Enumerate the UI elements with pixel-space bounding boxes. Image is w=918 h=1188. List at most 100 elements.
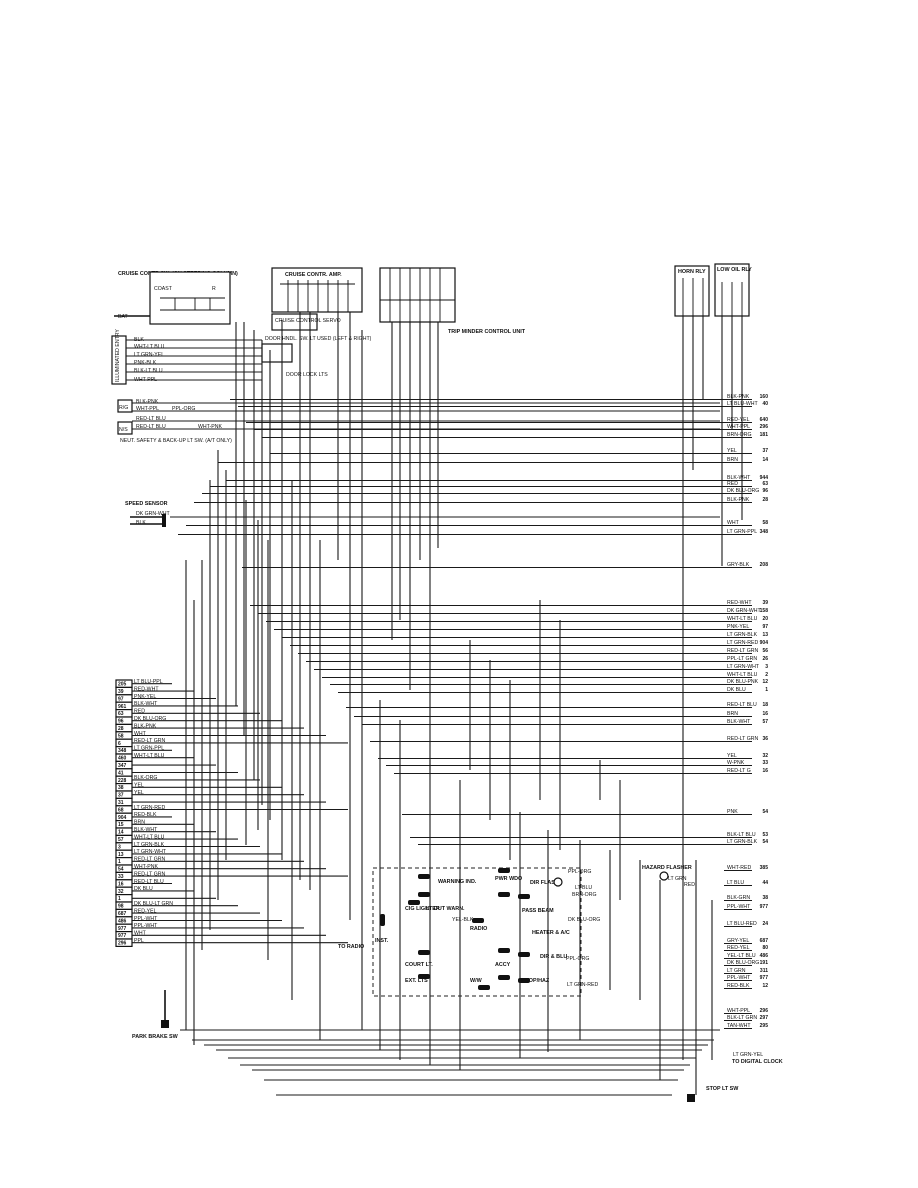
radio-label: RADIO	[470, 926, 487, 932]
pin-number: 39	[118, 689, 124, 695]
right-wire-circuit: 311	[760, 968, 768, 974]
right-wire-color: RED-LT GRN	[727, 736, 758, 742]
warning-ind-label: WARNING IND.	[438, 879, 477, 885]
right-wire-color: PPL-WHT	[727, 975, 751, 981]
right-wire-color: GRY-YEL	[727, 938, 749, 944]
pin-number: 6	[118, 741, 121, 747]
right-wire-color: GRY-BLK	[727, 562, 750, 568]
right-wire-circuit: 181	[760, 432, 769, 438]
pin-number: 1	[118, 896, 121, 902]
right-wire-color: DK BLU	[727, 687, 746, 693]
pin-wire-color: DK BLU	[134, 886, 153, 892]
pin-wire-color: RED-LT GRN	[134, 871, 165, 877]
right-wire-circuit: 44	[762, 880, 768, 886]
pin-number: 228	[118, 778, 127, 784]
right-wire-circuit: 18	[762, 702, 768, 708]
pin-number: 33	[118, 874, 124, 880]
right-wire-color: RED-YEL	[727, 945, 750, 951]
right-wire-circuit: 39	[762, 600, 768, 606]
pin-wire-color: WHT	[134, 731, 147, 737]
right-wire-color: BLK-LT GRN	[727, 1015, 757, 1021]
illuminated-entry: ILLUMINATED ENTRY BLK WHT-LT BLU LT GRN-…	[111, 329, 372, 385]
pin-number: 1	[118, 859, 121, 865]
neutral-safety-label: NEUT. SAFETY & BACK-UP LT SW. (A/T ONLY)	[120, 438, 232, 444]
right-wire-color: WHT-LT BLU	[727, 672, 758, 678]
pin-number: 296	[118, 941, 127, 947]
right-wire-circuit: 96	[762, 488, 768, 494]
right-wire-circuit: 208	[760, 562, 769, 568]
right-wire-circuit: 160	[760, 394, 769, 400]
wire-label: LT GRN-YEL	[134, 352, 164, 358]
speed-sensor: SPEED SENSOR DK GRN-WHT BLK	[125, 501, 171, 527]
right-wire-circuit: 16	[762, 768, 768, 774]
wire-label: PPL-ORG	[172, 406, 195, 412]
right-wire-color: LT GRN-BLK	[727, 839, 758, 845]
pin-number: 57	[118, 837, 124, 843]
wire-label: LT BLU	[575, 885, 592, 891]
right-wire-circuit: 640	[760, 417, 769, 423]
right-wire-color: DK GRN-WHT	[727, 608, 762, 614]
pin-number: 54	[118, 867, 124, 873]
right-wire-circuit: 158	[760, 608, 769, 614]
right-wire-color: PPL-WHT	[727, 904, 751, 910]
right-wire-color: BLK-LT BLU	[727, 832, 756, 838]
pin-number: 977	[118, 933, 127, 939]
wire-label: PNK-BLK	[134, 360, 157, 366]
pin-number: 14	[118, 830, 124, 836]
right-wire-color: PNK-YEL	[727, 624, 749, 630]
pin-number: 961	[118, 704, 127, 710]
right-wire-color: BLK-WHT	[727, 475, 751, 481]
pin-number: 37	[118, 793, 124, 799]
pin-wire-color: RED-YEL	[134, 908, 157, 914]
pin-number: 38	[118, 785, 124, 791]
pin-wire-color: YEL	[134, 783, 144, 789]
pin-wire-color: WHT-LT BLU	[134, 834, 165, 840]
to-radio-label: TO RADIO	[338, 944, 364, 950]
pin-number: 13	[118, 852, 124, 858]
wire-label: BLK-PNK	[136, 399, 159, 405]
cruise-control-amp: CRUISE CONTR. AMP. CRUISE CONTROL SERVO	[271, 267, 363, 331]
right-wire-circuit: 40	[762, 401, 768, 407]
wire-label: DK BLU-ORG	[568, 917, 600, 923]
stop-haz-label: STOP/HAZ	[522, 978, 550, 984]
right-wire-circuit: 58	[762, 520, 768, 526]
right-wire: BRN-ORG 181	[724, 432, 769, 439]
right-wire-color: RED-LT GRN	[727, 648, 758, 654]
cruise-amp-label: CRUISE CONTR. AMP.	[285, 272, 342, 278]
right-wire-color: LT GRN-PPL	[727, 529, 757, 535]
pin-wire-color: PPL-WHT	[134, 916, 158, 922]
wire-label: WHT-LT BLU	[134, 344, 165, 350]
right-wire-color: DK BLU-ORG	[727, 960, 759, 966]
wire-label: RED-LT BLU	[136, 416, 166, 422]
door-handle-switch-label: DOOR HNDL. SW. LT USED (LEFT & RIGHT)	[265, 336, 372, 342]
right-wire-color: TAN-WHT	[727, 1023, 751, 1029]
wire-label: LT GRN-RED	[567, 982, 598, 988]
pin-wire-color: DK BLU-LT GRN	[134, 901, 173, 907]
right-wire-circuit: 26	[762, 656, 768, 662]
pin-wire-color: WHT-LT BLU	[134, 753, 165, 759]
right-wire-color: BRN-ORG	[727, 432, 752, 438]
